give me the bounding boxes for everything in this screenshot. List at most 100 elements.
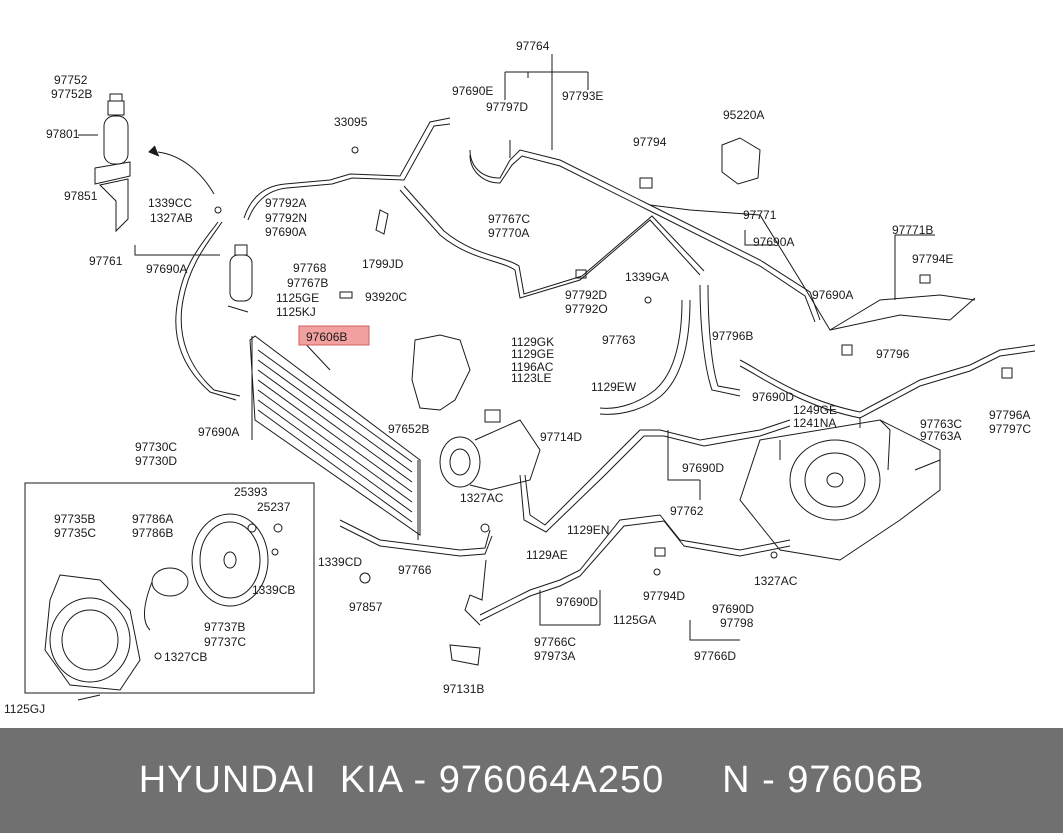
relay-part — [721, 137, 761, 185]
label-97690d-lower: 97690D — [556, 595, 598, 609]
label-93920c: 93920C — [365, 290, 407, 304]
label-97771: 97771 — [743, 208, 777, 222]
label-97762: 97762 — [670, 504, 704, 518]
label-97730d: 97730D — [135, 454, 177, 468]
label-97786b: 97786B — [132, 526, 173, 540]
label-97797c: 97797C — [989, 422, 1031, 436]
label-97761: 97761 — [89, 254, 123, 268]
label-1196ac: 1196AC — [511, 360, 554, 374]
diagram-canvas: 97764 97752 97752B 97801 97851 97761 976… — [4, 39, 1036, 716]
label-1327cb: 1327CB — [164, 650, 207, 664]
label-97766c: 97766C — [534, 635, 576, 649]
label-97797d: 97797D — [486, 100, 528, 114]
label-97690a-left: 97690A — [146, 262, 187, 276]
label-1339cc: 1339CC — [148, 196, 192, 210]
label-1339ga: 1339GA — [625, 270, 669, 284]
label-1241na: 1241NA — [793, 416, 836, 430]
label-97690d-upper: 97690D — [752, 390, 794, 404]
label-1327ac-right: 1327AC — [754, 574, 798, 588]
label-97730c: 97730C — [135, 440, 177, 454]
diagram-drawing — [24, 54, 1036, 701]
label-97792o: 97792O — [565, 302, 608, 316]
fan-assembly-box — [24, 482, 315, 694]
bracket-part — [411, 334, 471, 411]
fan-motor-part — [143, 567, 189, 631]
label-97690a-upper-right: 97690A — [753, 235, 794, 249]
label-97798: 97798 — [720, 616, 754, 630]
label-97794e: 97794E — [912, 252, 953, 266]
label-25393: 25393 — [234, 485, 268, 499]
fan-blade-part — [191, 513, 269, 607]
label-97752b: 97752B — [51, 87, 92, 101]
fan-shroud-left-part — [44, 574, 141, 691]
fan-shroud-right-part — [739, 417, 941, 561]
compressor-part — [439, 409, 541, 491]
label-97796a: 97796A — [989, 408, 1030, 422]
label-1129gk: 1129GK — [511, 335, 554, 349]
part-labels: 97764 97752 97752B 97801 97851 97761 976… — [4, 39, 1031, 716]
label-97690a-lower-left: 97690A — [198, 425, 239, 439]
label-97771b: 97771B — [892, 223, 933, 237]
label-97606b-highlighted: 97606B — [306, 330, 347, 344]
label-1123le: 1123LE — [511, 371, 551, 385]
label-1125ge: 1125GE — [276, 291, 319, 305]
label-97792d: 97792D — [565, 288, 607, 302]
direction-arrow — [157, 151, 215, 195]
label-97767b: 97767B — [287, 276, 328, 290]
small-bracket-part — [449, 644, 481, 666]
label-97690d-mid: 97690D — [682, 461, 724, 475]
label-1125gj: 1125GJ — [4, 702, 45, 716]
label-1129en: 1129EN — [567, 523, 609, 537]
label-97763c: 97763C — [920, 417, 962, 431]
label-97794d: 97794D — [643, 589, 685, 603]
label-1125kj: 1125KJ — [276, 305, 316, 319]
label-97786a: 97786A — [132, 512, 173, 526]
part-number-footer: HYUNDAI KIA - 976064A250 N - 97606B — [0, 728, 1063, 833]
label-97652b: 97652B — [388, 422, 429, 436]
label-97690a-right: 97690A — [812, 288, 853, 302]
receiver-drier-part — [78, 93, 131, 233]
label-97792a: 97792A — [265, 196, 306, 210]
label-97768: 97768 — [293, 261, 327, 275]
label-97792n: 97792N — [265, 211, 307, 225]
label-97690e: 97690E — [452, 84, 493, 98]
label-97767c: 97767C — [488, 212, 530, 226]
condenser-part — [249, 335, 421, 540]
label-1327ac-center: 1327AC — [460, 491, 504, 505]
footer-part-number-text: HYUNDAI KIA - 976064A250 N - 97606B — [138, 759, 925, 801]
label-97735b: 97735B — [54, 512, 95, 526]
label-97737c: 97737C — [204, 635, 246, 649]
label-97770a: 97770A — [488, 226, 529, 240]
label-97131b: 97131B — [443, 682, 484, 696]
label-97737b: 97737B — [204, 620, 245, 634]
highlighted-part-box — [298, 325, 370, 346]
label-97763: 97763 — [602, 333, 636, 347]
label-97796b: 97796B — [712, 329, 753, 343]
label-97851: 97851 — [64, 189, 98, 203]
label-97766: 97766 — [398, 563, 432, 577]
label-97763a: 97763A — [920, 429, 961, 443]
label-1327ab: 1327AB — [150, 211, 193, 225]
label-1339cb: 1339CB — [252, 583, 295, 597]
label-97793e: 97793E — [562, 89, 603, 103]
label-97690d-bottom: 97690D — [712, 602, 754, 616]
label-1129ew: 1129EW — [591, 380, 637, 394]
ac-system-diagram: 97764 97752 97752B 97801 97851 97761 976… — [4, 39, 1036, 716]
label-1129ae: 1129AE — [526, 548, 568, 562]
label-97973a: 97973A — [534, 649, 575, 663]
label-97714d: 97714D — [540, 430, 582, 444]
drier-small-part — [229, 254, 253, 302]
label-97690a-mid: 97690A — [265, 225, 306, 239]
label-97801: 97801 — [46, 127, 80, 141]
label-97857: 97857 — [349, 600, 383, 614]
label-97752: 97752 — [54, 73, 88, 87]
label-1249ge: 1249GE — [793, 403, 837, 417]
label-97796: 97796 — [876, 347, 910, 361]
label-1799jd: 1799JD — [362, 257, 404, 271]
label-1339cd: 1339CD — [318, 555, 362, 569]
label-97764: 97764 — [516, 39, 550, 53]
label-33095: 33095 — [334, 115, 368, 129]
label-25237: 25237 — [257, 500, 291, 514]
label-97735c: 97735C — [54, 526, 96, 540]
